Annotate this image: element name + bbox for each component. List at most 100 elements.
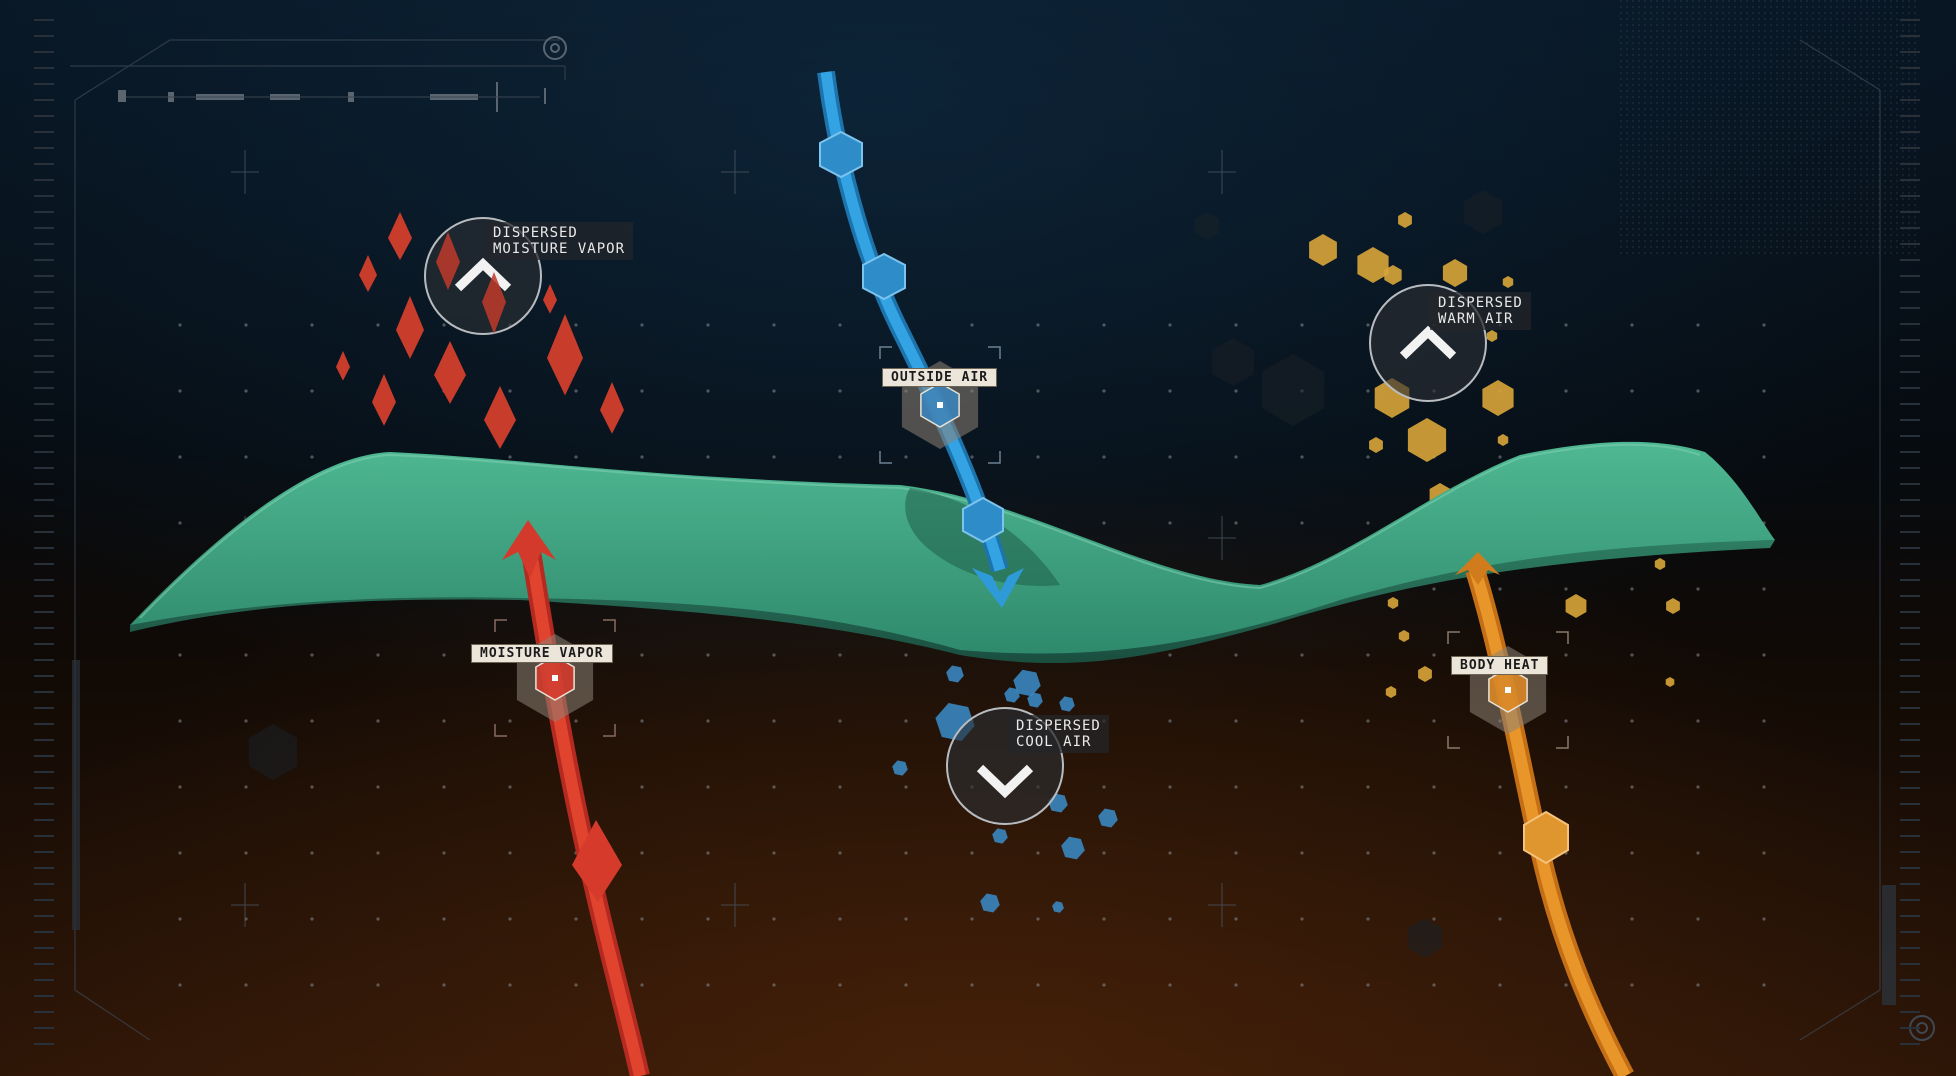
moisture-drop-icon (547, 314, 583, 396)
side-bar-left (72, 660, 80, 930)
arrowhead-icon (1455, 552, 1500, 585)
grid-dot (508, 851, 512, 855)
cool-particle-icon (1061, 836, 1085, 860)
moisture-drop-icon (434, 341, 466, 404)
grid-dot (1696, 917, 1700, 921)
grid-dot (244, 389, 248, 393)
grid-dot (376, 917, 380, 921)
grid-dot (1366, 389, 1370, 393)
grid-dot (904, 653, 908, 657)
grid-dot (706, 389, 710, 393)
crosshair-icon (1208, 883, 1236, 927)
outside-air-arrow (817, 70, 1024, 608)
grid-dot (244, 323, 248, 327)
grid-dot (1234, 851, 1238, 855)
grid-dot (1036, 389, 1040, 393)
grid-dot (244, 851, 248, 855)
grid-dot (1366, 455, 1370, 459)
grid-dot (1630, 983, 1634, 987)
grid-dot (1762, 983, 1766, 987)
callout-line-2: COOL AIR (1016, 734, 1092, 750)
cool-particle-icon (992, 828, 1008, 844)
crosshair-icon (721, 150, 749, 194)
grid-dot (1630, 323, 1634, 327)
grid-dot (970, 851, 974, 855)
grid-dot (1696, 785, 1700, 789)
warm-particle-icon (1654, 558, 1666, 570)
body-heat-label: BODY HEAT (1451, 656, 1549, 675)
crosshair-icon (721, 883, 749, 927)
grid-dot (1102, 983, 1106, 987)
grid-dot (1036, 917, 1040, 921)
cool-air-particles (892, 665, 1118, 913)
grid-dot (1300, 323, 1304, 327)
grid-dot (706, 785, 710, 789)
grid-dot (1564, 323, 1568, 327)
grid-dot (706, 653, 710, 657)
grid-dot (376, 323, 380, 327)
grid-dot (1168, 653, 1172, 657)
grid-dot (310, 851, 314, 855)
grid-dot (1762, 389, 1766, 393)
grid-dot (772, 389, 776, 393)
grid-dot (1432, 851, 1436, 855)
grid-dot (1366, 521, 1370, 525)
grid-dot (574, 323, 578, 327)
crosshair-icon (231, 883, 259, 927)
warm-particle-icon (1665, 677, 1675, 687)
grid-dot (706, 851, 710, 855)
cool-particle-icon (980, 893, 1000, 913)
grid-dot (1102, 455, 1106, 459)
grid-dot (1762, 851, 1766, 855)
grid-dot (178, 521, 182, 525)
grid-dot (1762, 719, 1766, 723)
warm-particle-icon (1385, 686, 1397, 698)
grid-dot (904, 455, 908, 459)
grid-dot (1630, 653, 1634, 657)
grid-dot (442, 323, 446, 327)
grid-dot (310, 389, 314, 393)
callout-line-1: DISPERSED (493, 225, 578, 241)
grid-dot (772, 983, 776, 987)
grid-dot (640, 323, 644, 327)
warm-particle-icon (1482, 380, 1514, 416)
grid-dot (772, 917, 776, 921)
outside-air-label: OUTSIDE AIR (882, 368, 998, 387)
grid-dot (244, 785, 248, 789)
grid-dot (178, 653, 182, 657)
grid-dot (1300, 719, 1304, 723)
grid-dot (1234, 917, 1238, 921)
grid-dot (838, 455, 842, 459)
grid-dot (1762, 917, 1766, 921)
side-scale-left (34, 19, 54, 1045)
moisture-drop-icon (396, 296, 424, 359)
background-hexagons (248, 190, 1503, 958)
grid-dot (244, 983, 248, 987)
crosshair-icon (231, 150, 259, 194)
hexagon-icon (1212, 338, 1254, 386)
grid-dot (1564, 785, 1568, 789)
up-chevron-icon (454, 257, 512, 292)
dispersed-cool-air-callout: DISPERSED COOL AIR (1008, 715, 1109, 753)
cool-particle-icon (1027, 692, 1043, 708)
callout-line-2: WARM AIR (1438, 311, 1514, 327)
cool-particle-icon (1098, 808, 1118, 828)
fabric-highlight (139, 443, 1701, 619)
grid-dot (1300, 917, 1304, 921)
grid-dot (376, 851, 380, 855)
grid-dot (640, 851, 644, 855)
crosshair-icon (1208, 150, 1236, 194)
grid-dot (508, 983, 512, 987)
grid-dot (1168, 851, 1172, 855)
hexagon-icon (1194, 212, 1220, 240)
grid-dot (1432, 917, 1436, 921)
moisture-drop-icon (336, 351, 350, 381)
grid-dot (1432, 983, 1436, 987)
grid-dot (1168, 719, 1172, 723)
warm-particle-icon (1418, 666, 1432, 682)
grid-dot (1696, 389, 1700, 393)
grid-dot (1366, 785, 1370, 789)
grid-dot (640, 389, 644, 393)
grid-dot (904, 917, 908, 921)
grid-dot (1168, 521, 1172, 525)
